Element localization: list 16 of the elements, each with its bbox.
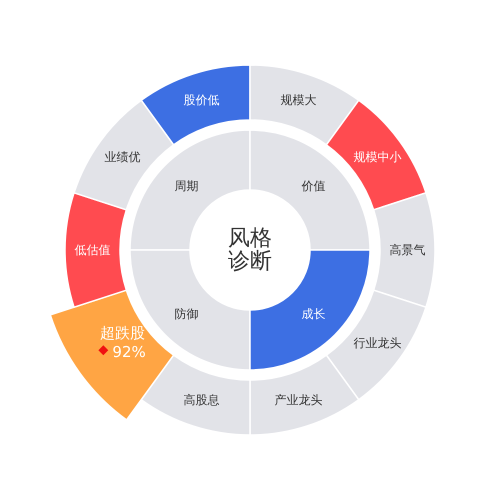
segment-label: 业绩优 — [104, 150, 141, 165]
center-title: 风格诊断 — [227, 226, 273, 274]
segment-label: 高景气 — [390, 242, 426, 258]
segment-label: 成长 — [302, 306, 326, 321]
segment-label: 高股息 — [183, 392, 220, 407]
segment-label: 行业龙头 — [353, 335, 402, 350]
segment-label: 规模大 — [280, 93, 317, 108]
segment-label: 防御 — [174, 306, 198, 321]
segment-label: 产业龙头 — [274, 392, 323, 407]
segment-label: 超跌股 — [100, 323, 146, 342]
segment-label: 低估值 — [74, 242, 110, 258]
segment-label: 股价低 — [183, 93, 220, 108]
segment-label: 价值 — [302, 179, 326, 194]
percentage-value: 92% — [112, 343, 146, 362]
segment-label: 周期 — [174, 179, 198, 194]
segment-label: 规模中小 — [353, 150, 402, 165]
